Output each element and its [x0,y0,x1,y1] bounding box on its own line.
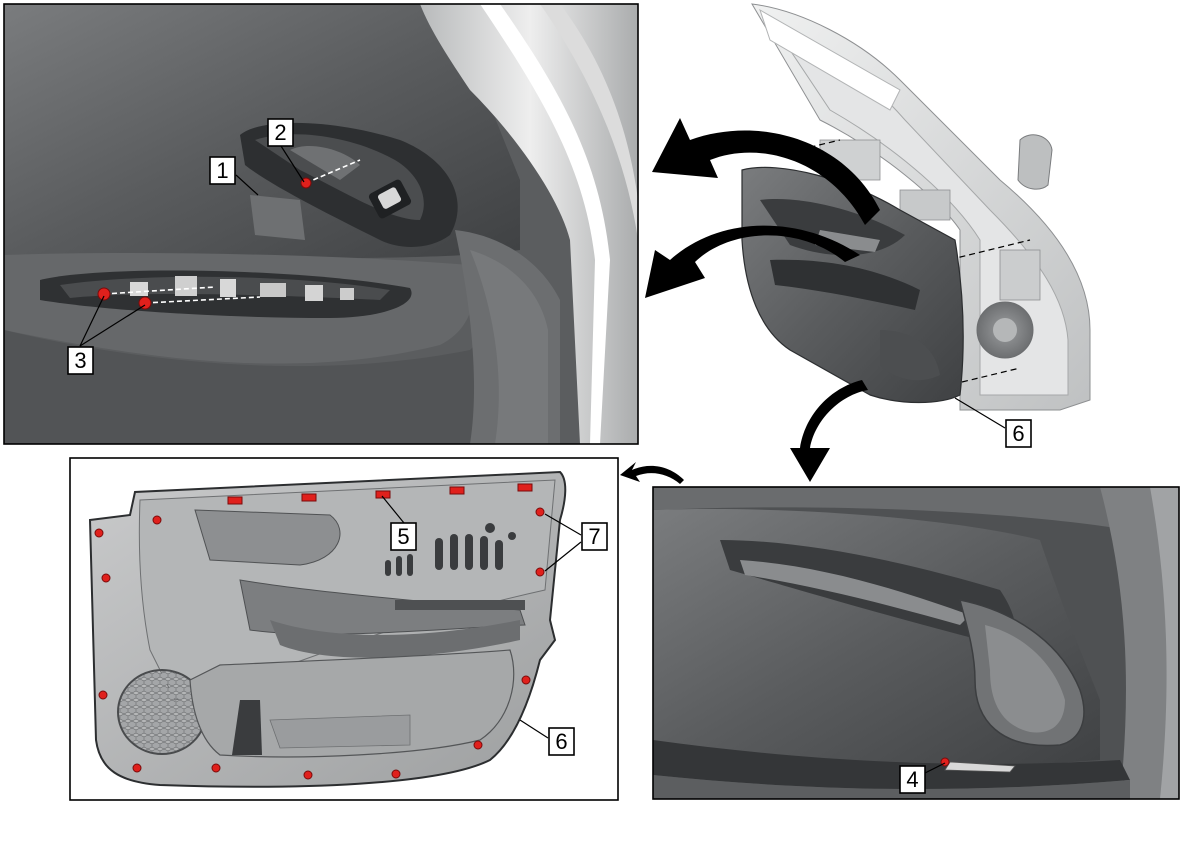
svg-text:6: 6 [555,729,567,754]
svg-text:1: 1 [216,158,228,183]
curved-arrow-down-icon [790,380,868,482]
top-clip-tabs [227,483,533,505]
closeup-panel-handle-area: 1 2 3 [3,3,639,445]
small-curved-arrow-icon [620,462,684,484]
trim-panel-backside-view: 5 7 6 [69,457,684,801]
svg-text:4: 4 [906,767,918,792]
callout-5: 5 [381,495,417,551]
exploded-door-overview: 6 [645,3,1091,482]
svg-text:5: 5 [397,524,409,549]
callout-3: 3 [67,295,146,375]
curved-arrow-left-icon [645,225,860,298]
armrest-internal-structure [130,276,354,301]
svg-text:2: 2 [274,120,286,145]
curved-arrow-left-icon [652,118,880,225]
callout-1: 1 [209,156,259,196]
svg-text:6: 6 [1012,421,1024,446]
callout-2: 2 [267,118,305,183]
callout-7: 7 [544,513,608,572]
svg-text:3: 3 [74,348,86,373]
callout-6-panel: 6 [519,719,575,756]
perimeter-clips [94,507,545,780]
callout-6-overview: 6 [954,397,1032,448]
panel-backside-vents [385,523,516,576]
callout-4: 4 [899,762,946,794]
svg-text:7: 7 [588,524,600,549]
closeup-panel-lower-trim: 4 [652,486,1180,800]
